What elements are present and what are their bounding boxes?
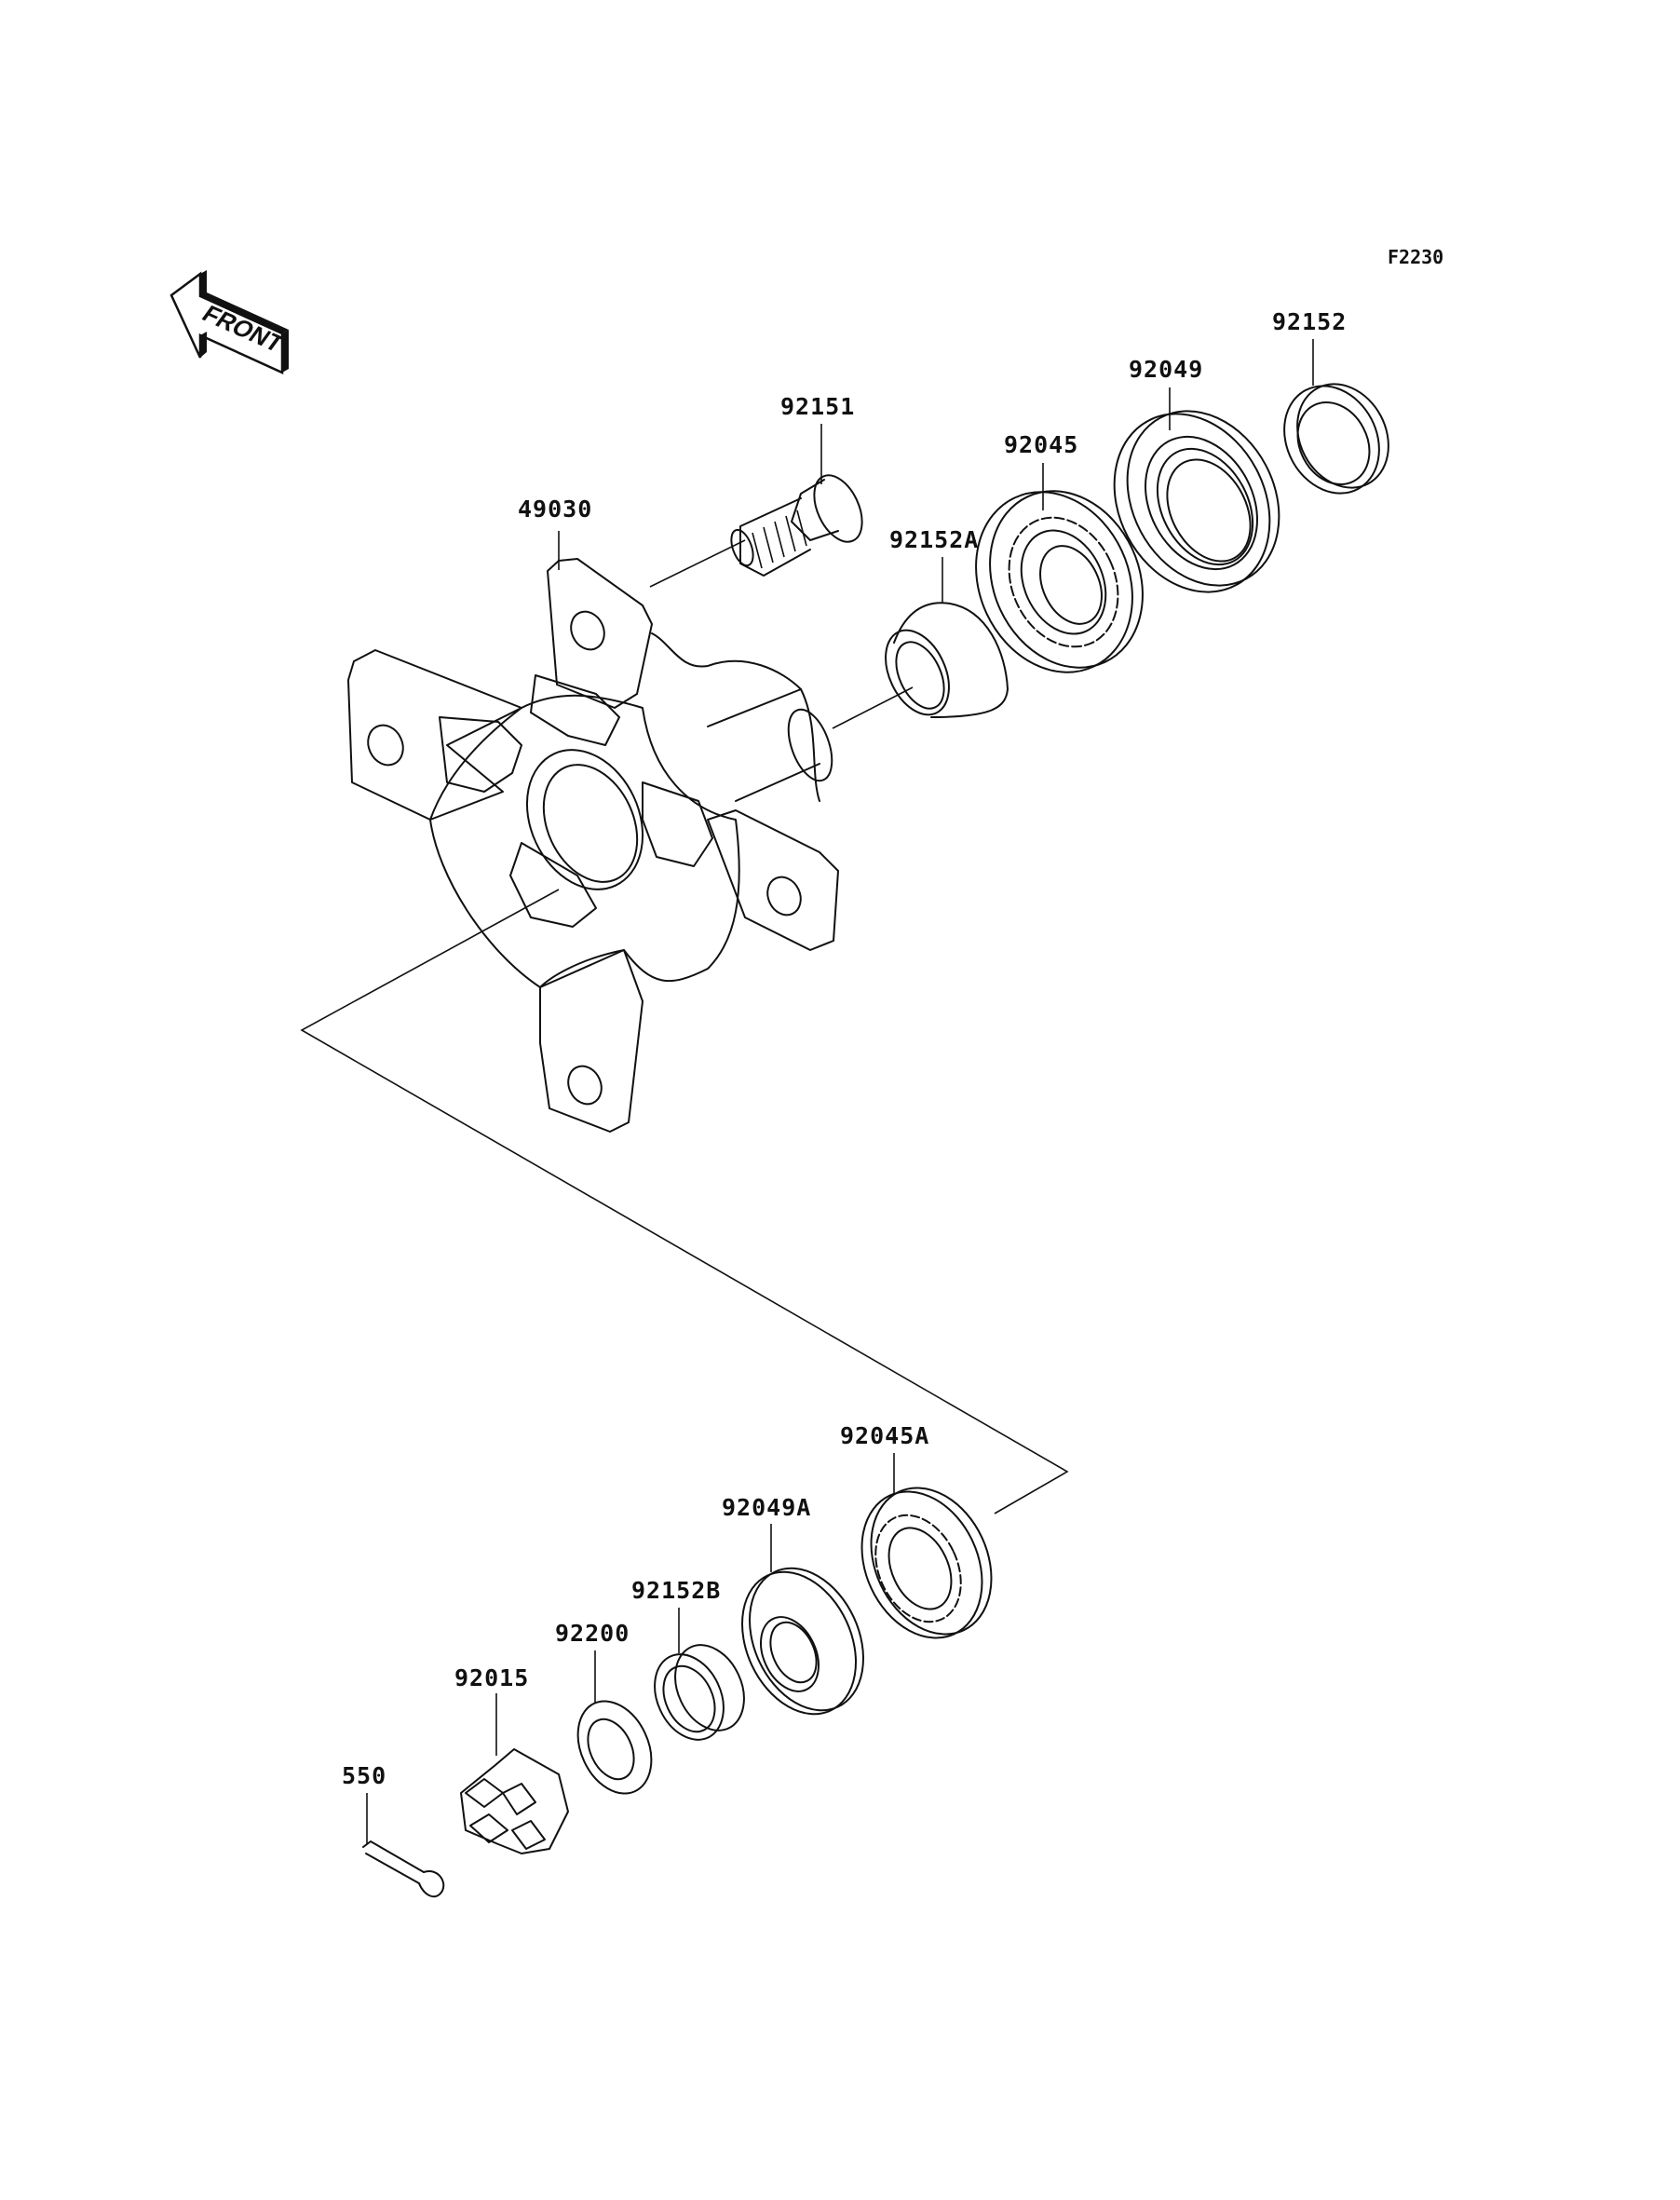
part-92045-ball-bearing[interactable] [947, 466, 1171, 698]
part-92151-stud-bolt[interactable] [727, 468, 872, 577]
label-550[interactable]: 550 [342, 1762, 386, 1789]
label-92049[interactable]: 92049 [1129, 356, 1203, 383]
part-92049-oil-seal[interactable] [1084, 385, 1308, 619]
part-92045A-ball-bearing[interactable] [839, 1468, 1014, 1657]
figure-code: F2230 [1388, 246, 1443, 268]
label-92045A[interactable]: 92045A [840, 1422, 929, 1449]
front-arrow-icon: FRONT [169, 270, 290, 374]
part-92152-collar[interactable] [1266, 368, 1405, 509]
label-92152[interactable]: 92152 [1272, 308, 1347, 335]
part-92049A-oil-seal[interactable] [720, 1550, 885, 1732]
part-92015-castle-nut[interactable] [460, 1748, 569, 1854]
label-92045[interactable]: 92045 [1004, 431, 1078, 458]
part-92200-washer[interactable] [563, 1690, 665, 1806]
label-92152A[interactable]: 92152A [889, 526, 979, 553]
explode-bracket [300, 889, 1069, 1514]
label-92015[interactable]: 92015 [454, 1664, 529, 1691]
label-92200[interactable]: 92200 [555, 1620, 630, 1647]
part-92152A-collar[interactable] [874, 602, 1009, 725]
label-92152B[interactable]: 92152B [631, 1577, 721, 1604]
part-92152B-collar[interactable] [642, 1634, 757, 1751]
label-92049A[interactable]: 92049A [722, 1494, 811, 1521]
part-550-cotter-pin[interactable] [362, 1840, 445, 1898]
part-49030-hub[interactable] [347, 539, 914, 1133]
part-labels: 49030 92151 92152A 92045 92049 92152 920… [342, 308, 1347, 1789]
label-49030[interactable]: 49030 [518, 496, 592, 523]
leader-lines [366, 339, 1314, 1844]
label-92151[interactable]: 92151 [780, 393, 855, 420]
